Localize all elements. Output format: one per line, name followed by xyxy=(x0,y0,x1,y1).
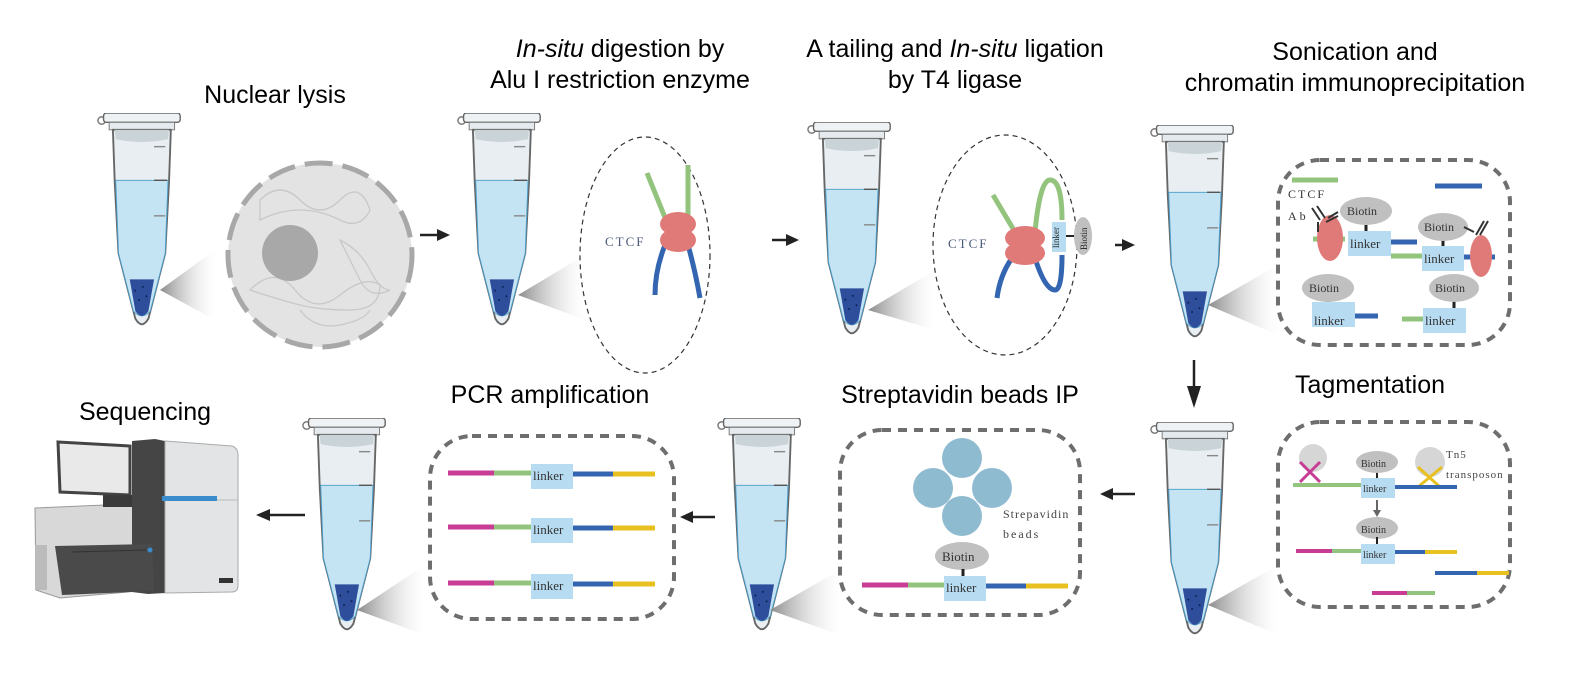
biotin-label: Biotin xyxy=(1361,525,1386,536)
linker-label: linker xyxy=(1363,550,1387,561)
title-line2: by T4 ligase xyxy=(887,66,1023,94)
title-line2: chromatin immunoprecipitation xyxy=(1184,69,1526,97)
biotin-label: Biotin xyxy=(1424,220,1454,234)
streptavidin-bead-icon xyxy=(913,438,1012,536)
arrow-left-icon xyxy=(680,511,715,523)
title-line1: A tailing and In-situ ligation xyxy=(806,35,1103,63)
arrow-right-icon xyxy=(420,229,450,241)
ctcf-loop-icon xyxy=(644,165,703,299)
strep-label: Strepavidin xyxy=(1003,507,1069,521)
title-text: digestion by xyxy=(583,35,725,63)
title-text: PCR amplification xyxy=(450,381,650,409)
biotin-label: Biotin xyxy=(1347,204,1377,218)
title-line2: Alu I restriction enzyme xyxy=(490,66,750,94)
title-digestion: In-situ digestion by Alu I restriction e… xyxy=(455,34,785,96)
biotin-dna-icon xyxy=(862,542,1068,601)
pcr-products-icon xyxy=(448,464,655,599)
zoom-cone xyxy=(518,255,585,320)
linker-label: linker xyxy=(1424,251,1455,266)
italic-text: In-situ xyxy=(515,35,584,63)
tube-icon xyxy=(716,418,802,631)
linker-label: linker xyxy=(1425,313,1456,328)
arrow-right-icon xyxy=(772,234,799,246)
sequencer-icon xyxy=(34,439,239,599)
zoom-cone xyxy=(1208,265,1278,335)
arrow-down-icon xyxy=(1187,360,1201,408)
biotin-label: Biotin xyxy=(1361,459,1386,470)
title-line1: Sonication and xyxy=(1272,38,1438,66)
zoom-circle xyxy=(579,136,711,374)
title-line1: In-situ digestion by xyxy=(516,35,724,63)
arrow-left-icon xyxy=(1100,488,1135,500)
linker-label: linker xyxy=(1314,313,1345,328)
title-text: Sequencing xyxy=(78,398,212,426)
linker-label: linker xyxy=(946,580,977,595)
zoom-box xyxy=(1276,420,1512,609)
zoom-cone xyxy=(357,565,425,635)
title-nuclear-lysis: Nuclear lysis xyxy=(185,80,365,111)
italic-text: In-situ xyxy=(949,35,1018,63)
tn5-label: Tn5 xyxy=(1446,449,1467,461)
ctcf-ab-label: CTCF xyxy=(1288,187,1326,201)
ctcf-ab-label: Ab xyxy=(1288,209,1309,223)
title-text: Streptavidin beads IP xyxy=(841,381,1079,409)
arrow-left-icon xyxy=(256,509,305,521)
title-sonication-chip: Sonication and chromatin immunoprecipita… xyxy=(1150,37,1560,99)
tagmentation-icon xyxy=(1293,444,1509,595)
linker-label: linker xyxy=(533,522,564,537)
title-text: Tagmentation xyxy=(1294,371,1446,399)
ctcf-label: CTCF xyxy=(948,236,989,251)
title-text: ligation xyxy=(1017,35,1104,63)
chip-fragments-icon xyxy=(1292,177,1495,333)
title-sequencing: Sequencing xyxy=(65,397,225,428)
title-text: Nuclear lysis xyxy=(204,81,346,109)
zoom-cone xyxy=(868,270,935,330)
zoom-cone xyxy=(770,570,840,635)
ctcf-ligation-icon xyxy=(990,177,1092,299)
title-tagmentation: Tagmentation xyxy=(1280,370,1460,401)
biotin-label: Biotin xyxy=(1079,227,1089,250)
arrow-right-icon xyxy=(1115,239,1135,251)
title-pcr: PCR amplification xyxy=(425,380,675,411)
title-ligation: A tailing and In-situ ligation by T4 lig… xyxy=(770,34,1140,96)
linker-label: linker xyxy=(533,578,564,593)
linker-label: linker xyxy=(533,468,564,483)
linker-label: linker xyxy=(1051,227,1061,248)
zoom-cone xyxy=(1208,565,1278,635)
biotin-label: Biotin xyxy=(942,549,975,564)
ctcf-label: CTCF xyxy=(605,234,646,249)
tn5-label: transposon xyxy=(1446,469,1504,481)
biotin-label: Biotin xyxy=(1435,281,1465,295)
nucleus-icon xyxy=(225,160,415,350)
title-streptavidin-ip: Streptavidin beads IP xyxy=(815,380,1105,411)
tube-icon xyxy=(806,122,892,335)
tube-icon xyxy=(301,418,387,631)
strep-label: beads xyxy=(1003,527,1040,541)
zoom-cone xyxy=(160,250,215,320)
linker-label: linker xyxy=(1350,236,1381,251)
biotin-label: Biotin xyxy=(1309,281,1339,295)
linker-label: linker xyxy=(1363,484,1387,495)
title-text: A tailing and xyxy=(806,35,950,63)
